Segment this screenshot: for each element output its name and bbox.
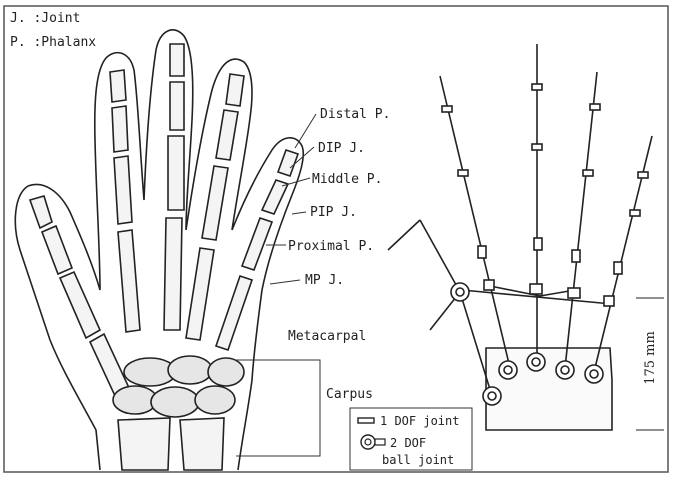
label-distal-phalanx: Distal P. xyxy=(320,107,390,122)
one-dof-symbol xyxy=(358,418,374,423)
index-bones xyxy=(110,70,140,332)
hand-skeleton xyxy=(15,30,303,470)
label-mp-joint: MP J. xyxy=(305,273,344,288)
label-proximal-phalanx: Proximal P. xyxy=(288,239,374,254)
legend-ball-joint: ball joint xyxy=(382,453,454,467)
label-carpus: Carpus xyxy=(326,387,373,402)
palm-plate xyxy=(486,348,612,430)
label-middle-phalanx: Middle P. xyxy=(312,172,382,187)
robot-thumb xyxy=(388,220,492,396)
label-pip-joint: PIP J. xyxy=(310,205,357,220)
middle-bones xyxy=(164,44,184,330)
label-metacarpal: Metacarpal xyxy=(288,329,366,344)
robot-hand xyxy=(388,44,664,430)
joint-legend: 1 DOF joint 2 DOF ball joint xyxy=(350,408,472,470)
robot-fingers xyxy=(440,44,652,372)
legend-phalanx: P. :Phalanx xyxy=(10,35,96,50)
thumb-bones xyxy=(30,196,130,398)
forearm-bones xyxy=(118,418,224,470)
legend-two-dof: 2 DOF xyxy=(390,436,426,450)
legend-one-dof: 1 DOF joint xyxy=(380,414,459,428)
little-bones xyxy=(216,150,298,350)
dimension-label: 175 mm xyxy=(643,331,658,385)
carpus-bones xyxy=(113,356,244,417)
legend-joint: J. :Joint xyxy=(10,11,80,26)
robot-1dof-joints xyxy=(442,84,648,306)
label-dip-joint: DIP J. xyxy=(318,141,365,156)
